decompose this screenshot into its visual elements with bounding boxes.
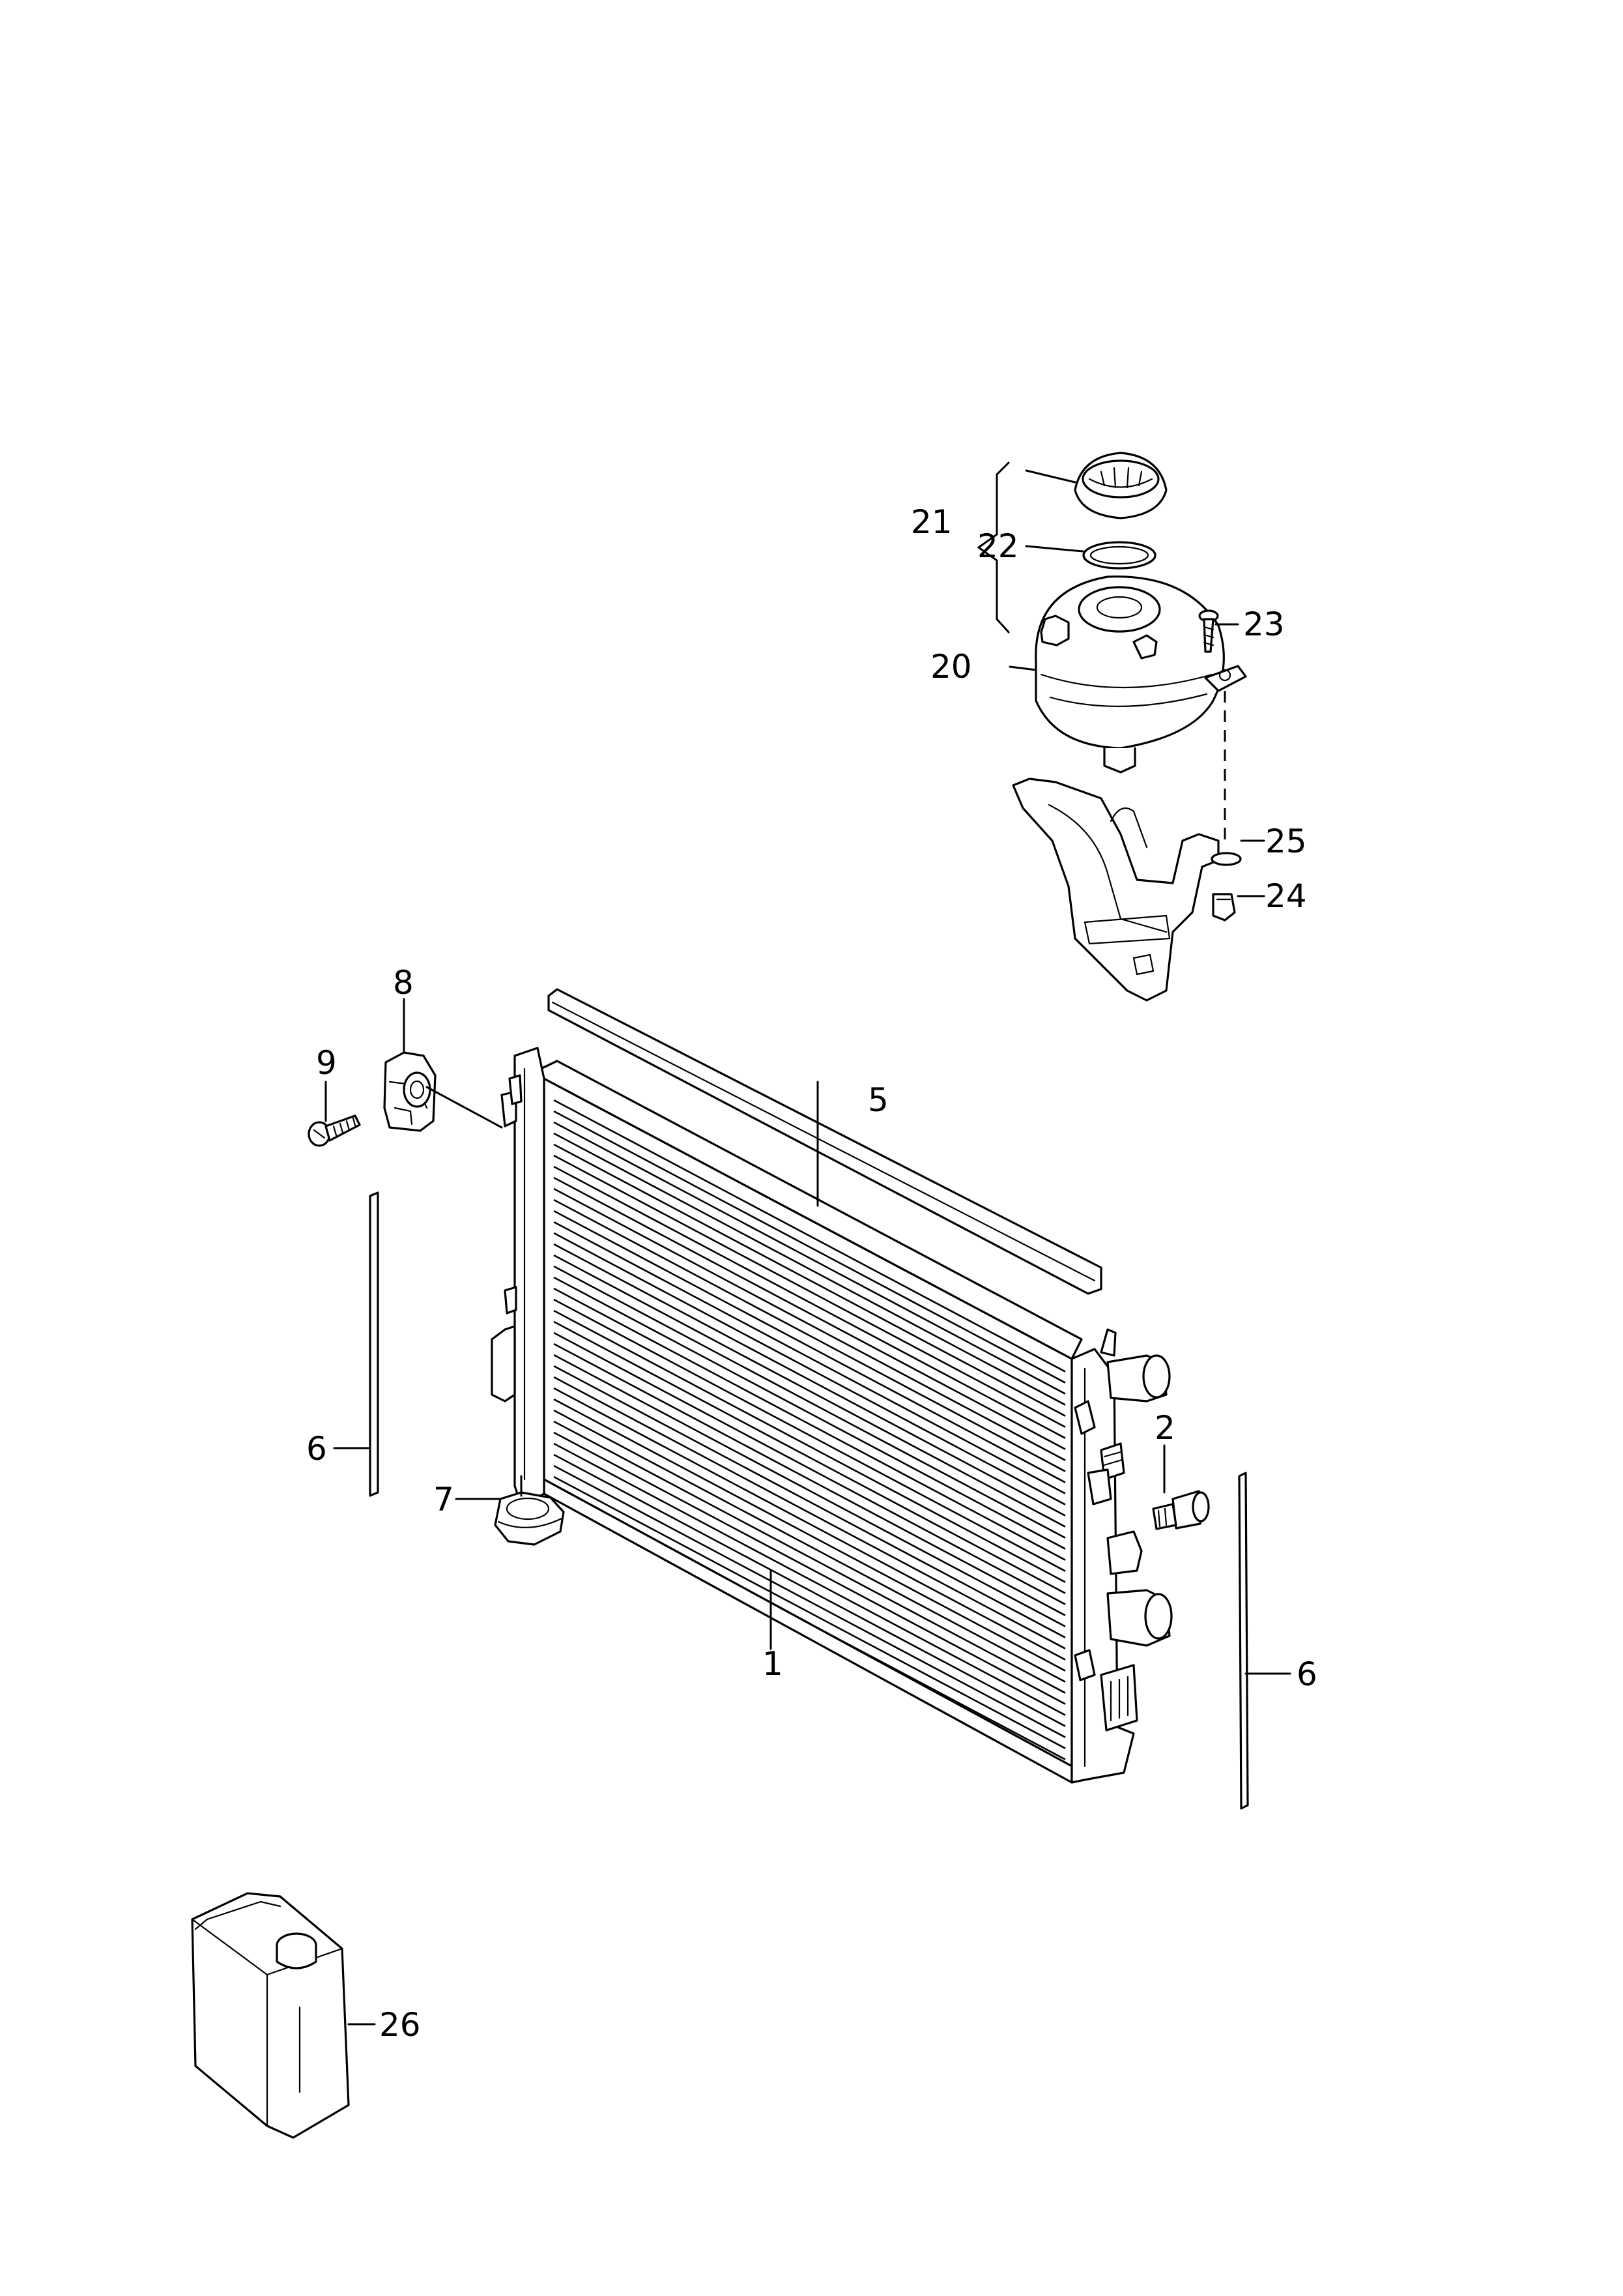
radiator-fin-line [553, 1331, 1066, 1605]
callout-6-left: 6 [306, 1430, 327, 1468]
radiator-fin-line [553, 1243, 1066, 1517]
radiator-fin-line [553, 1409, 1066, 1683]
mount-pin-line [425, 1086, 503, 1129]
radiator-fin-line [553, 1431, 1066, 1705]
radiator-fin-line [553, 1365, 1066, 1638]
callout-6-right: 6 [1297, 1655, 1317, 1693]
left-water-tank [491, 1047, 545, 1507]
filler-cap[interactable] [1074, 452, 1168, 519]
radiator-fin-line [553, 1320, 1066, 1594]
coolant-canister[interactable] [191, 1892, 350, 2139]
radiator-fin-line [553, 1298, 1066, 1572]
radiator-fin-line [553, 1387, 1066, 1661]
radiator-fin-line [553, 1165, 1066, 1439]
radiator-fin-line [553, 1132, 1066, 1406]
callout-8: 8 [393, 964, 414, 1002]
callout-9: 9 [316, 1044, 337, 1082]
callout-20: 20 [930, 648, 972, 686]
clip-nut[interactable] [1212, 893, 1236, 922]
tank-mounting-bracket[interactable] [1012, 777, 1220, 1002]
radiator[interactable] [491, 988, 1173, 1784]
radiator-fin-line [553, 1398, 1066, 1672]
callout-5: 5 [868, 1081, 889, 1119]
radiator-fin-line [553, 1475, 1066, 1749]
cap-group-bracket [977, 461, 1010, 633]
callout-23: 23 [1243, 605, 1285, 643]
radiator-fin-line [553, 1232, 1066, 1505]
radiator-fin-line [553, 1265, 1066, 1539]
coolant-expansion-tank-assembly [977, 452, 1247, 1002]
radiator-fin-line [553, 1210, 1066, 1483]
tank-screw[interactable] [1198, 609, 1219, 653]
radiator-fin-line [553, 1221, 1066, 1494]
radiator-fin-line [553, 1176, 1066, 1450]
radiator-fin-line [553, 1276, 1066, 1550]
radiator-fin-line [553, 1343, 1066, 1616]
radiator-fin-line [553, 1121, 1066, 1395]
radiator-fin-line [553, 1354, 1066, 1627]
expansion-tank[interactable] [1035, 575, 1247, 774]
retaining-washer[interactable] [1211, 852, 1242, 866]
radiator-fin-line [553, 1376, 1066, 1649]
callout-22: 22 [977, 527, 1019, 565]
right-water-tank [1070, 1328, 1173, 1784]
radiator-fin-line [553, 1287, 1066, 1561]
side-seal-left[interactable] [369, 1191, 379, 1497]
radiator-fin-line [553, 1420, 1066, 1694]
radiator-fin-line [553, 1442, 1066, 1716]
radiator-fin-line [553, 1099, 1066, 1373]
radiator-fin-line [553, 1254, 1066, 1528]
callout-labels: 21 22 20 23 25 24 8 9 5 6 2 7 1 6 26 [306, 503, 1317, 2044]
radiator-fin-line [553, 1154, 1066, 1428]
temperature-sensor[interactable] [1152, 1490, 1210, 1530]
callout-26: 26 [379, 2006, 421, 2044]
mounting-screw[interactable] [308, 1114, 361, 1147]
callout-24: 24 [1265, 877, 1307, 915]
rubber-grommet[interactable] [494, 1491, 565, 1546]
rubber-mount[interactable] [383, 1051, 437, 1132]
radiator-fin-line [553, 1464, 1066, 1738]
callout-7: 7 [433, 1481, 454, 1519]
radiator-fin-line [553, 1199, 1066, 1472]
seal-ring[interactable] [1082, 541, 1156, 570]
callout-25: 25 [1265, 822, 1307, 860]
callout-1: 1 [762, 1645, 783, 1683]
radiator-fin-line [553, 1110, 1066, 1384]
radiator-fin-line [553, 1453, 1066, 1727]
callout-2: 2 [1155, 1409, 1175, 1447]
side-seal-right[interactable] [1238, 1472, 1249, 1810]
leader-lines [324, 469, 1291, 2026]
radiator-fin-line [553, 1309, 1066, 1583]
radiator-fin-line [553, 1143, 1066, 1417]
radiator-fin-line [553, 1187, 1066, 1461]
callout-21: 21 [911, 503, 953, 541]
